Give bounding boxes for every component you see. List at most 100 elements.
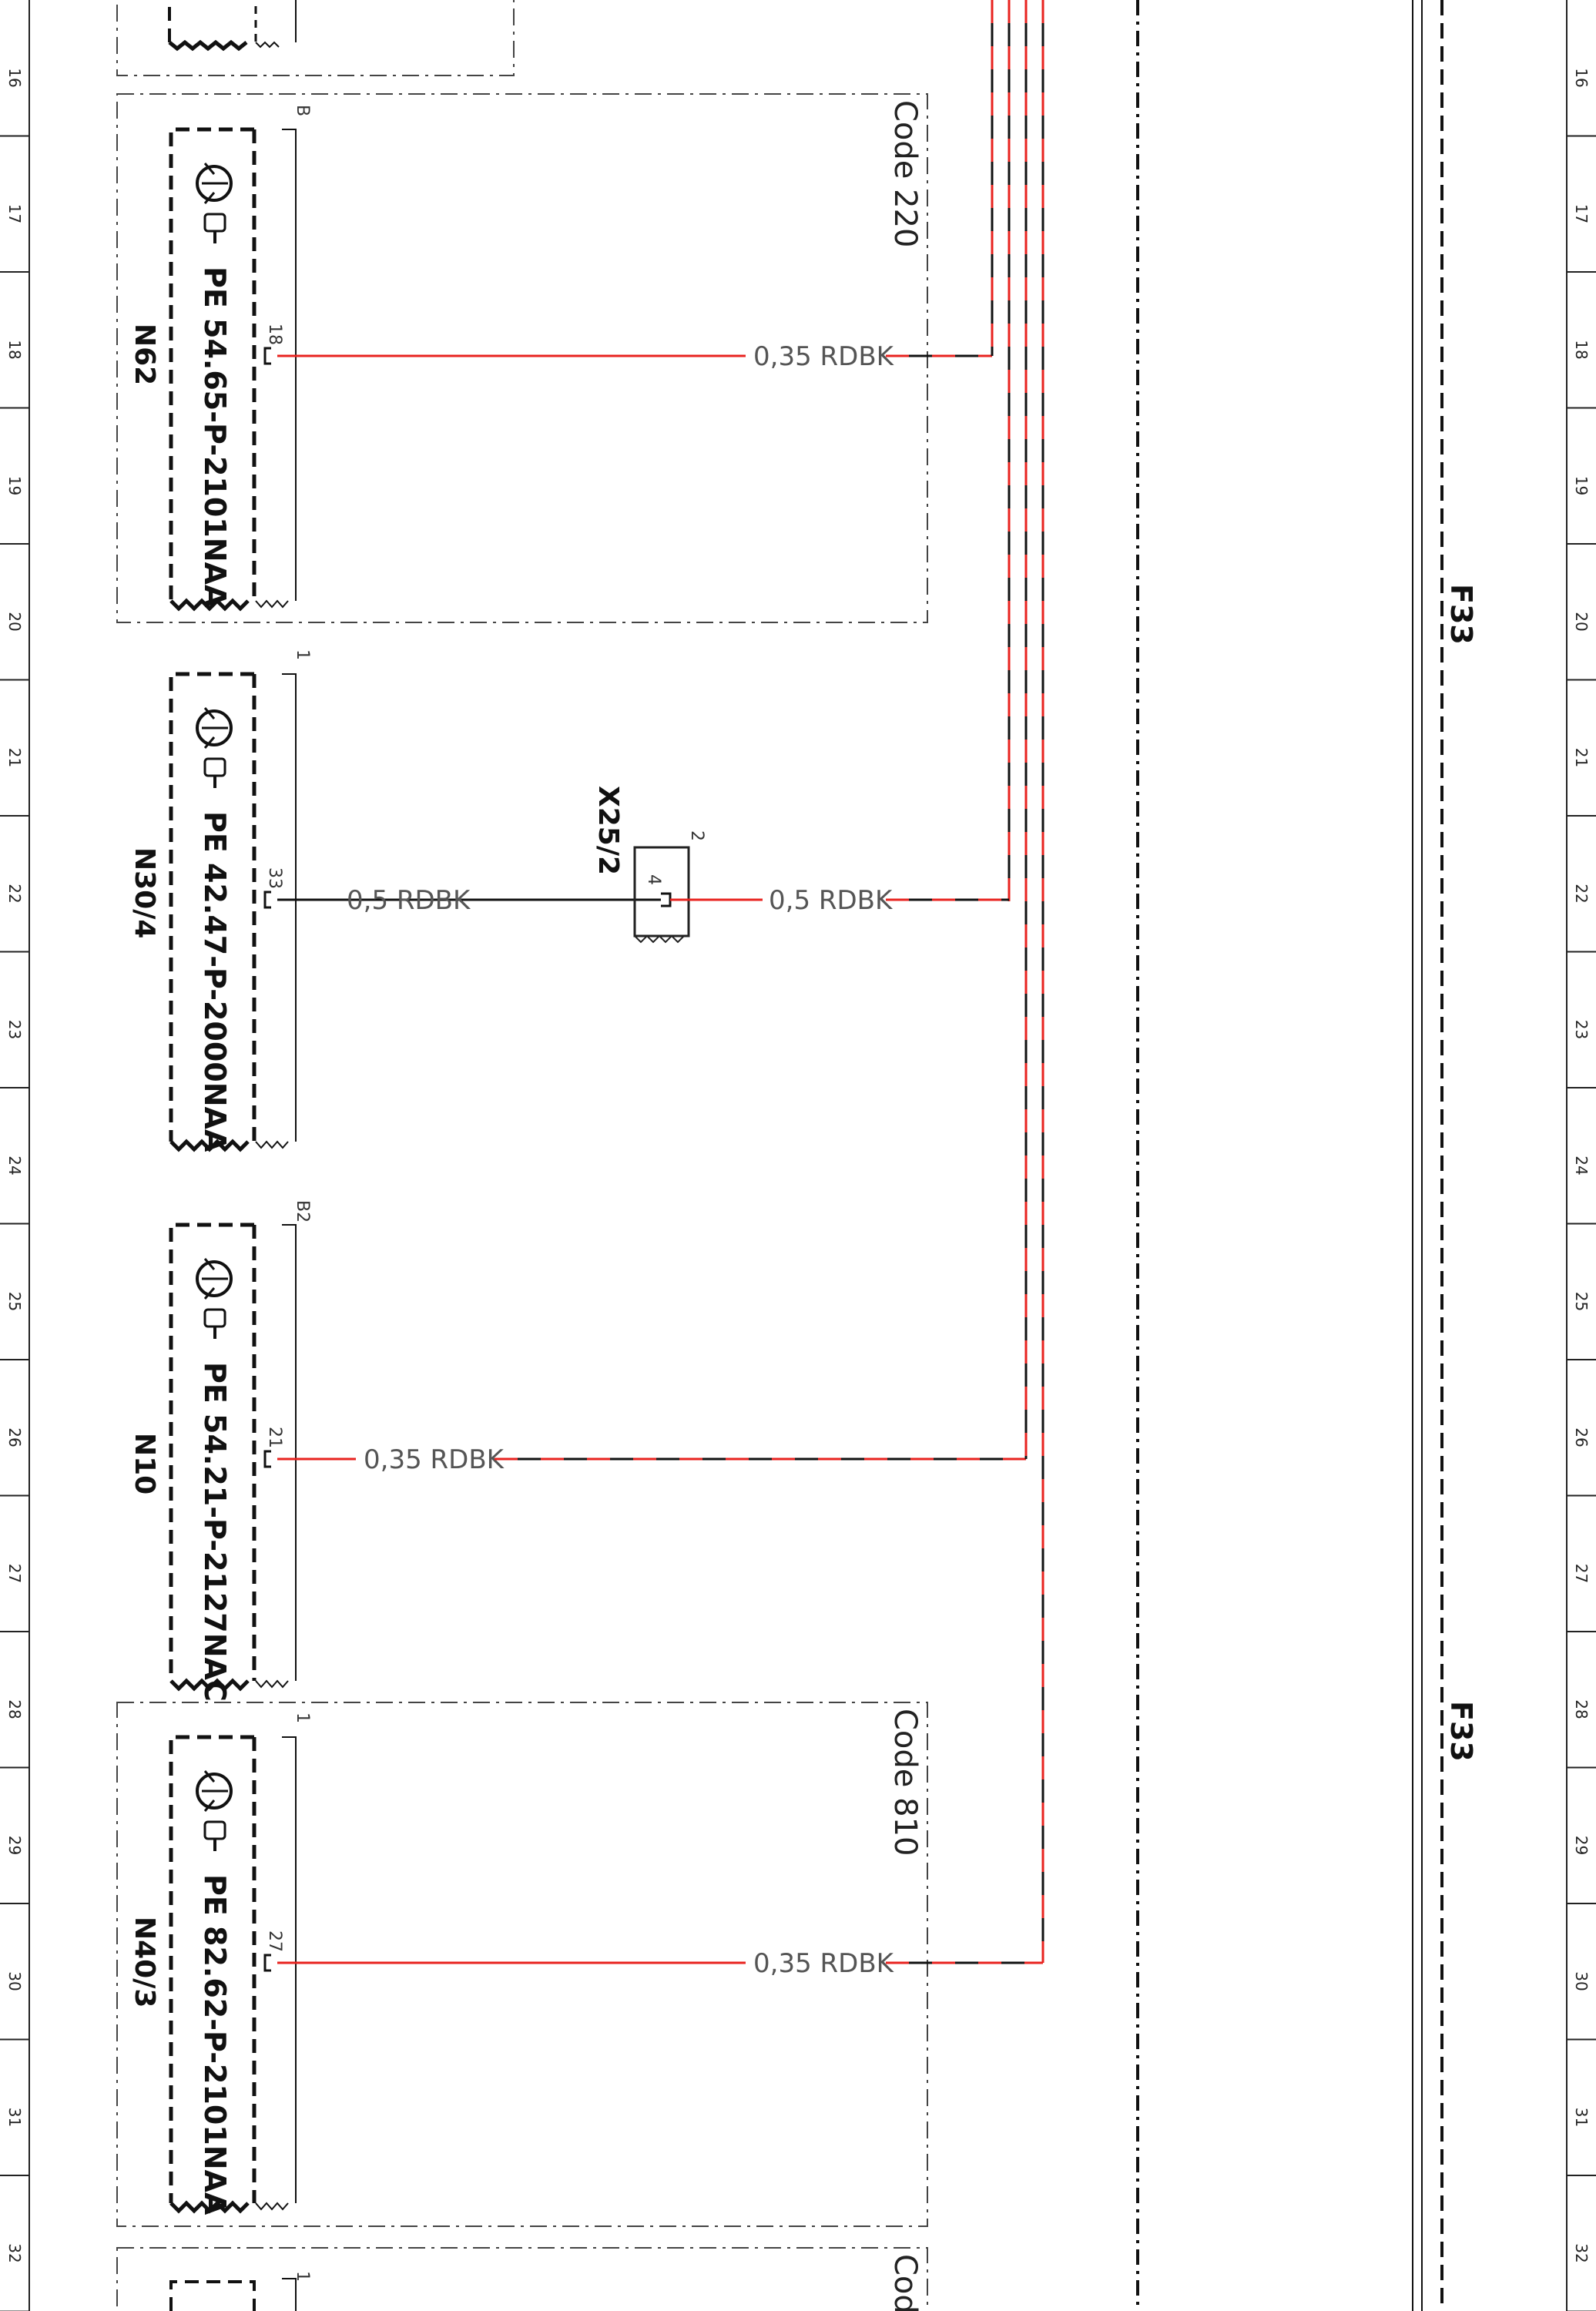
grid-number: 18 — [5, 340, 24, 359]
component-block-N10: B2 21 PE 54.21-P-2127NAC N10 0,35 RDBK — [129, 1200, 1026, 1702]
bus-lines — [1136, 0, 1443, 2311]
splice-x25-2: X25/2 2 4 0,5 RDBK — [592, 786, 1009, 944]
code-frame — [116, 93, 928, 623]
component-name: N30/4 — [129, 847, 160, 938]
pe-reference: PE 54.65-P-2101NAA — [198, 267, 232, 608]
component-name: N10 — [129, 1433, 160, 1494]
grid-number: 29 — [1572, 1836, 1591, 1855]
grid-number: 28 — [5, 1699, 24, 1719]
wire-label: 0,35 RDBK — [753, 1948, 895, 1979]
bottom-code-partial: Cod — [887, 2254, 923, 2311]
grid-number: 23 — [1572, 1020, 1591, 1039]
connector-label: 1 — [293, 649, 312, 660]
connector-label: 1 — [293, 1712, 312, 1723]
break-mark — [169, 1139, 250, 1152]
pe-reference: PE 54.21-P-2127NAC — [198, 1362, 232, 1702]
right-grid-rail — [1566, 0, 1596, 2311]
left-grid-rail — [0, 0, 30, 2311]
connector-outline — [282, 673, 297, 1142]
hand-pointer-icon — [203, 213, 226, 243]
wire-label: 0,35 RDBK — [753, 341, 895, 372]
grid-number: 31 — [1572, 2108, 1591, 2127]
grid-number: 24 — [5, 1156, 24, 1175]
break-mark — [255, 1679, 289, 1689]
grid-number: 21 — [5, 748, 24, 767]
pin-marker — [263, 1450, 271, 1468]
pin-marker — [263, 347, 271, 365]
grid-number: 20 — [1572, 612, 1591, 631]
break-mark — [255, 1140, 289, 1149]
control-unit-outline — [169, 672, 256, 1142]
transistor-icon — [196, 707, 233, 749]
splice-name: X25/2 — [592, 786, 624, 875]
break-mark — [255, 2202, 289, 2211]
grid-number: 18 — [1572, 340, 1591, 359]
break-mark — [169, 1678, 250, 1692]
bottom-connector-label: 1 — [293, 2271, 312, 2282]
break-mark — [255, 599, 289, 609]
connector-outline — [282, 129, 297, 601]
splice-pin-side: 2 — [687, 830, 706, 841]
harness-bundle — [991, 0, 1044, 1963]
grid-number: 32 — [1572, 2243, 1591, 2262]
grid-number: 29 — [5, 1836, 24, 1855]
component-block-N30-4: 1 33 PE 42.47-P-2000NAA N30/4 0,5 RDBK — [129, 649, 661, 1152]
connector-label: B2 — [293, 1200, 312, 1223]
grid-number: 21 — [1572, 748, 1591, 767]
fuse-label-top: F33 — [1444, 584, 1478, 645]
break-mark — [169, 598, 250, 612]
hand-pointer-icon — [203, 1308, 226, 1339]
fuse-labels: F33 F33 — [1444, 584, 1478, 1762]
wire-label: 0,5 RDBK — [347, 885, 471, 916]
splice-wire-label: 0,5 RDBK — [769, 885, 894, 916]
splice-pin-in: 4 — [644, 874, 663, 885]
pin-number: 27 — [265, 1930, 284, 1952]
pe-reference: PE 82.62-P-2101NAA — [198, 1874, 232, 2215]
grid-number: 26 — [1572, 1427, 1591, 1447]
pin-number: 33 — [265, 867, 284, 889]
grid-number: 30 — [1572, 1971, 1591, 1991]
hand-pointer-icon — [203, 757, 226, 788]
grid-number: 26 — [5, 1427, 24, 1447]
grid-number: 19 — [1572, 476, 1591, 495]
grid-number: 30 — [5, 1971, 24, 1991]
top-partial-block — [116, 0, 515, 76]
grid-number: 31 — [5, 2108, 24, 2127]
pe-reference: PE 42.47-P-2000NAA — [198, 811, 232, 1152]
bottom-partial-block: Cod 1 — [116, 2247, 928, 2311]
grid-number: 24 — [1572, 1156, 1591, 1175]
grid-number: 17 — [5, 204, 24, 223]
transistor-icon — [196, 1258, 233, 1300]
grid-number: 27 — [1572, 1564, 1591, 1583]
pin-number: 18 — [265, 324, 284, 345]
control-unit-outline — [169, 127, 256, 601]
transistor-icon — [196, 163, 233, 204]
pin-marker — [263, 891, 271, 909]
grid-number: 25 — [5, 1292, 24, 1311]
grid-number: 25 — [1572, 1292, 1591, 1311]
wire-label: 0,35 RDBK — [364, 1444, 505, 1475]
code-frame — [116, 1702, 928, 2227]
grid-number: 22 — [1572, 884, 1591, 903]
grid-number: 22 — [5, 884, 24, 903]
grid-number: 16 — [5, 68, 24, 87]
hand-pointer-icon — [203, 1820, 226, 1851]
pin-number: 21 — [265, 1427, 284, 1448]
component-name: N62 — [129, 324, 160, 385]
grid-number: 28 — [1572, 1699, 1591, 1719]
grid-number: 20 — [5, 612, 24, 631]
grid-number: 32 — [5, 2243, 24, 2262]
grid-number: 17 — [1572, 204, 1591, 223]
transistor-icon — [196, 1770, 233, 1812]
grid-number: 23 — [5, 1020, 24, 1039]
connector-outline — [282, 1224, 297, 1681]
break-mark — [169, 2200, 250, 2214]
control-unit-outline — [169, 1223, 256, 1681]
connector-label: B — [293, 105, 312, 116]
grid-number: 19 — [5, 476, 24, 495]
